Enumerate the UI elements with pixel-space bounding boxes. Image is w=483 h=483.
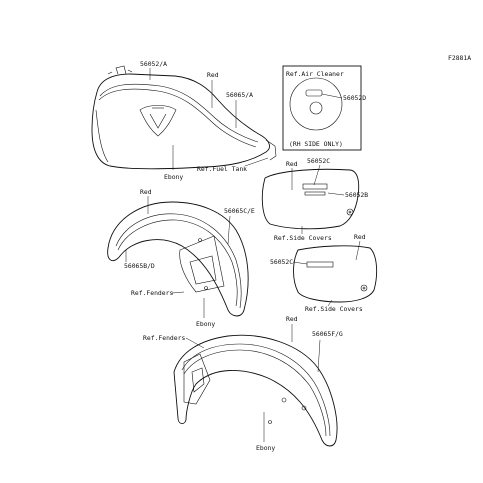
side-cover-lower [293,245,378,303]
air-cleaner-box [282,65,362,151]
figure-code: F2881A [448,54,471,62]
rear-fender [173,334,338,447]
label-side-cover-part-b: 56052B [345,191,368,199]
label-air-cleaner-ref: Ref.Air Cleaner [286,70,344,78]
label-tank-stripe-part: 56065/A [226,91,253,99]
label-tank-part: 56052/A [140,60,167,68]
label-side-cover2-part: 56052C [270,258,293,266]
label-rear-fender-ref: Ref.Fenders [143,334,185,342]
label-tank-ebony: Ebony [164,173,183,181]
label-side-cover-ref-lower: Ref.Side Covers [305,305,363,313]
label-front-fender-ebony: Ebony [196,320,215,328]
label-rear-fender-part: 56065F/G [312,330,343,338]
label-side-cover-color: Red [286,160,298,168]
label-front-fender-color: Red [140,188,152,196]
label-side-cover2-color: Red [354,233,366,241]
tank-emblem [139,105,177,137]
side-cover-upper [261,168,360,230]
label-front-fender-part-bd: 56065B/D [124,262,155,270]
label-rear-fender-color: Red [286,315,298,323]
front-fender [107,201,249,317]
label-side-cover-ref-upper: Ref.Side Covers [274,234,332,242]
label-air-cleaner-note: (RH SIDE ONLY) [289,140,343,148]
fuel-tank [91,65,277,170]
label-tank-color: Red [207,71,219,79]
label-tank-ref: Ref.Fuel Tank [197,165,247,173]
label-front-fender-ref: Ref.Fenders [131,289,173,297]
label-side-cover-part-c: 56052C [307,157,330,165]
label-front-fender-part-ce: 56065C/E [224,207,255,215]
label-air-cleaner-part: 56052D [343,94,366,102]
label-rear-fender-ebony: Ebony [256,444,275,452]
